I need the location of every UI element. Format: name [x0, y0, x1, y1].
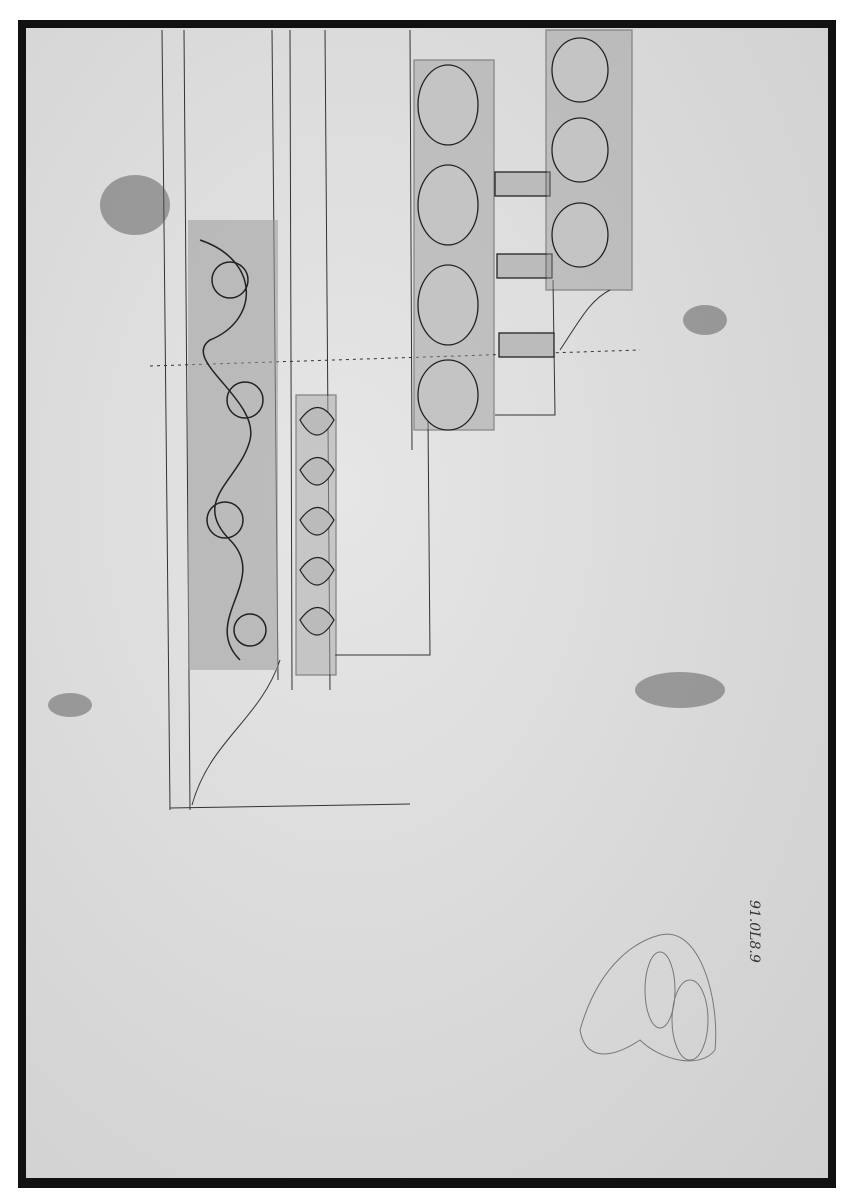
curve	[191, 659, 281, 806]
profile-step	[335, 419, 431, 656]
hand-sketch	[579, 933, 717, 1062]
profile-step	[495, 279, 556, 416]
leaf-scroll-frieze	[188, 220, 278, 670]
dashed-line	[149, 349, 641, 367]
egg-dart-frieze-left	[295, 394, 337, 676]
guide-line	[409, 29, 413, 451]
egg-dart-frieze-middle	[413, 59, 555, 431]
ink-stains	[48, 175, 727, 717]
egg-dart-frieze-right	[545, 29, 633, 291]
guide-line	[289, 29, 293, 691]
base-line	[169, 803, 411, 809]
curve	[559, 289, 611, 351]
inscription-accession-number: 91.0L8.9	[746, 900, 762, 963]
guide-line	[183, 29, 191, 811]
guide-line	[161, 29, 171, 811]
